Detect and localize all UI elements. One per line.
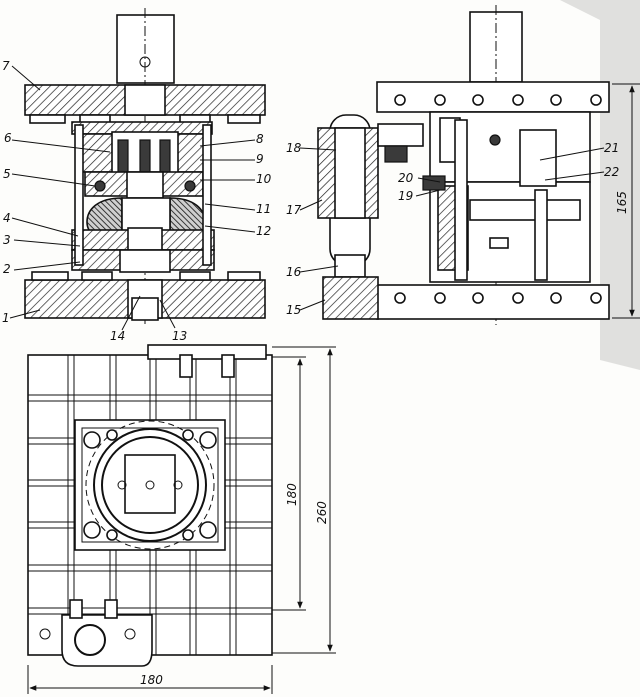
dim-165-label: 165 — [615, 191, 629, 214]
label-4: 4 — [3, 211, 11, 225]
dimension-labels: 165 180 260 180 — [140, 191, 629, 687]
label-21: 21 — [604, 141, 619, 155]
front-leaders — [9, 65, 256, 331]
side-view — [317, 5, 610, 325]
label-18: 18 — [286, 141, 302, 155]
label-16: 16 — [286, 265, 302, 279]
label-2: 2 — [3, 262, 11, 276]
label-10: 10 — [256, 172, 272, 186]
dim-165 — [612, 83, 640, 319]
label-6: 6 — [4, 131, 12, 145]
dim-260-label: 260 — [315, 501, 329, 524]
dim-180-horizontal-label: 180 — [140, 673, 163, 687]
label-5: 5 — [3, 167, 11, 181]
clamp-15 — [322, 276, 379, 320]
scan-shadow — [560, 0, 640, 370]
label-22: 22 — [604, 165, 619, 179]
label-8: 8 — [256, 132, 264, 146]
side-leaders — [299, 147, 605, 311]
part-labels: 7 6 5 4 3 2 1 8 9 10 11 12 14 13 18 17 1… — [2, 59, 619, 343]
label-1: 1 — [2, 311, 10, 325]
label-17: 17 — [286, 203, 302, 217]
plan-dims — [27, 346, 336, 694]
label-14: 14 — [110, 329, 125, 343]
label-9: 9 — [256, 152, 264, 166]
side-upper-plate — [376, 81, 610, 113]
label-3: 3 — [3, 233, 11, 247]
label-13: 13 — [172, 329, 187, 343]
label-20: 20 — [398, 171, 414, 185]
side-lower-plate — [376, 284, 610, 320]
plan-view — [27, 344, 273, 667]
label-7: 7 — [2, 59, 10, 73]
label-19: 19 — [398, 189, 413, 203]
label-15: 15 — [286, 303, 301, 317]
front-section-view — [24, 8, 266, 325]
label-12: 12 — [256, 224, 271, 238]
dim-180-vertical-label: 180 — [285, 483, 299, 506]
label-11: 11 — [256, 202, 271, 216]
